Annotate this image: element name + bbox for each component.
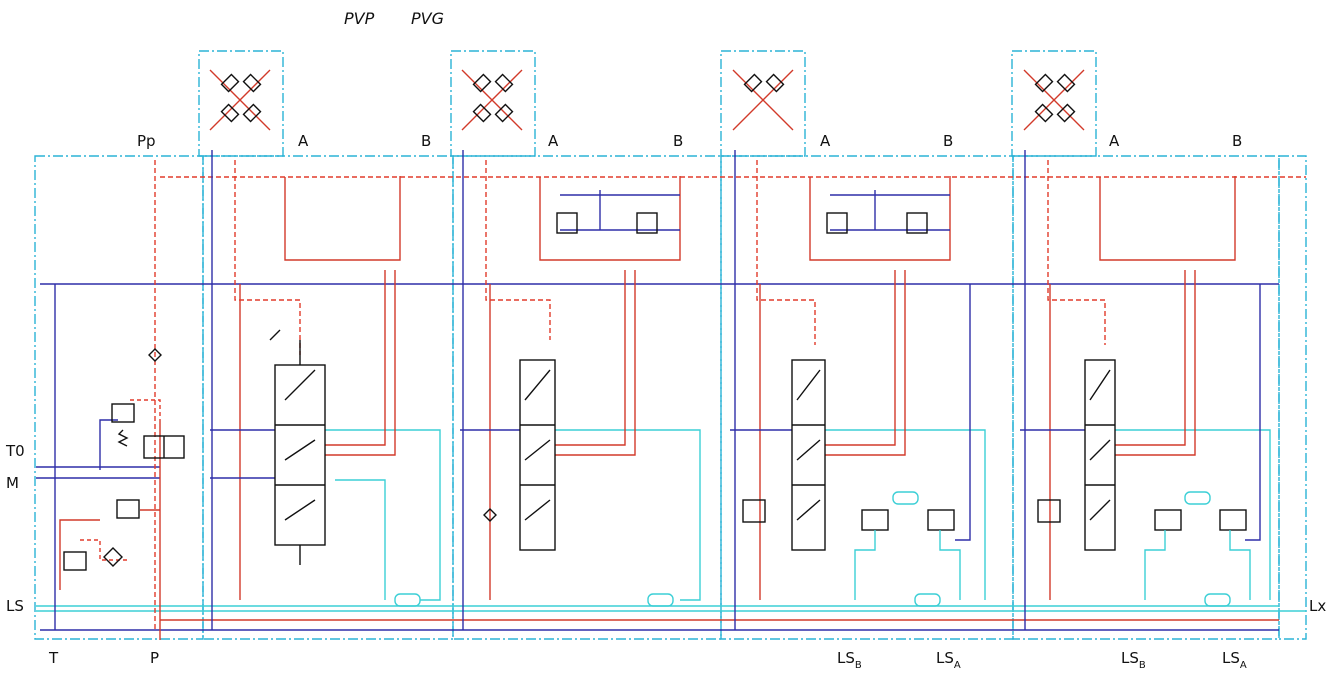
section-3-shock-valve-a (826, 212, 848, 234)
section-3-ls-relief-b (927, 509, 955, 531)
section-1-spool (274, 364, 326, 546)
section-3 (730, 150, 986, 630)
section-4-ls-check (1037, 499, 1061, 523)
section-3-lsa-label: LSA (936, 649, 961, 671)
actuator-3-boundary (720, 50, 806, 157)
section-4-spool (1084, 359, 1116, 551)
pvg-label: PVG (411, 9, 444, 28)
section-4-ls-relief-b (1219, 509, 1247, 531)
port-ls-label: LS (6, 597, 24, 615)
section-2 (460, 150, 701, 630)
port-lx-label: Lx (1309, 597, 1326, 615)
section-3-boundary (720, 155, 1014, 640)
section-2-boundary (452, 155, 722, 640)
section-4-lsa-label: LSA (1222, 649, 1247, 671)
section-1-port-b-label: B (421, 132, 431, 150)
module-boundaries (34, 50, 1307, 640)
port-p-label: P (150, 649, 159, 667)
section-1 (210, 150, 441, 630)
port-m-label: M (6, 474, 19, 492)
section-4-lsb-label: LSB (1121, 649, 1146, 671)
section-3-port-b-label: B (943, 132, 953, 150)
end-plate-boundary (1278, 155, 1307, 640)
pvp-filter-icon (103, 547, 123, 567)
pvp-pilot-reducer (116, 499, 140, 519)
section-3-spool (791, 359, 826, 551)
section-4-boundary (1012, 155, 1280, 640)
spool-sections (209, 69, 1271, 630)
section-4-port-b-label: B (1232, 132, 1242, 150)
section-2-spool (519, 359, 556, 551)
port-pp-label: Pp (137, 132, 156, 150)
section-2-check-valve-icon (483, 508, 497, 522)
section-2-shock-valve-a (556, 212, 578, 234)
section-3-port-a-label: A (820, 132, 831, 150)
section-4 (1020, 150, 1271, 630)
pvp-label: PVP (344, 9, 375, 28)
pvp-spring-icon (117, 429, 129, 447)
section-3-shock-valve-b (906, 212, 928, 234)
pvp-module (36, 160, 185, 640)
port-t-label: T (48, 649, 59, 667)
actuator-1-boundary (198, 50, 284, 157)
port-labels: Pp T0 M LS T P Lx A B A B A B A B LSB LS… (5, 132, 1326, 671)
section-2-port-b-label: B (673, 132, 683, 150)
pvp-check-valve-icon (148, 348, 162, 362)
port-t0-label: T0 (5, 442, 25, 460)
section-3-ls-relief-a (861, 509, 889, 531)
section-4-port-a-label: A (1109, 132, 1120, 150)
actuator-4-boundary (1011, 50, 1097, 157)
section-4-ls-relief-a (1154, 509, 1182, 531)
section-1-port-a-label: A (298, 132, 309, 150)
pvp-pilot-relief (63, 551, 87, 571)
section-3-lsb-label: LSB (837, 649, 862, 671)
section-2-port-a-label: A (548, 132, 559, 150)
actuator-symbols (209, 69, 1085, 131)
ls-shuttle-valves (394, 491, 1231, 607)
section-2-shock-valve-b (636, 212, 658, 234)
actuator-2-boundary (450, 50, 536, 157)
pvp-relief-valve (111, 403, 135, 423)
section-3-ls-check (742, 499, 766, 523)
